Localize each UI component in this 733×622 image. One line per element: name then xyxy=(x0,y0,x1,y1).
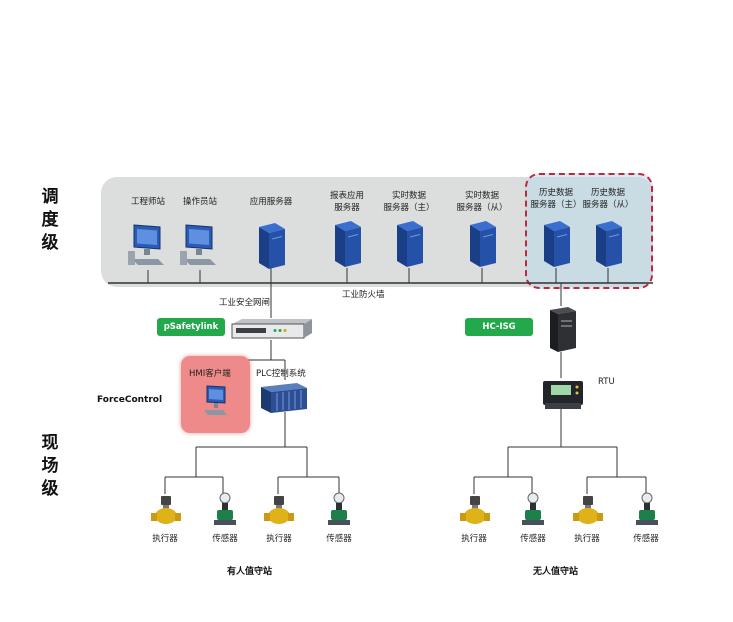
actuator-icon xyxy=(151,496,181,524)
device-label: 传感器 xyxy=(326,534,352,544)
operator-workstation-icon xyxy=(180,224,216,265)
label-realtime-slave: 实时数据 服务器（从） xyxy=(456,191,508,213)
level-label-field: 现场级 xyxy=(40,432,64,501)
level-label-dispatch: 调度级 xyxy=(40,186,64,255)
device-label: 传感器 xyxy=(212,534,238,544)
hcisg-tag: HC-ISG xyxy=(465,318,533,336)
station-name-staffed: 有人值守站 xyxy=(227,567,273,577)
level-text-dispatch: 调度级 xyxy=(41,187,59,253)
history-master-server-icon xyxy=(544,221,570,267)
hcisg-device-icon xyxy=(550,307,576,352)
plc-label: PLC控制系统 xyxy=(256,369,306,379)
sensor-icon xyxy=(214,492,236,525)
device-label: 传感器 xyxy=(633,534,659,544)
actuator-icon xyxy=(573,496,603,524)
realtime-slave-server-icon xyxy=(470,221,496,267)
device-label: 执行器 xyxy=(152,534,178,544)
psafetylink-tag: pSafetylink xyxy=(157,318,225,336)
device-label: 执行器 xyxy=(266,534,292,544)
sensor-icon xyxy=(636,492,658,525)
device-label: 传感器 xyxy=(520,534,546,544)
sensor-icon xyxy=(522,492,544,525)
level-text-field: 现场级 xyxy=(41,433,59,499)
label-operator-station: 操作员站 xyxy=(182,197,217,207)
gateway-label: 工业安全网闸 xyxy=(219,298,271,308)
realtime-master-server-icon xyxy=(397,221,423,267)
hmi-client-label: HMI客户端 xyxy=(189,369,231,379)
report-server-icon xyxy=(335,221,361,267)
rtu-device-icon xyxy=(543,381,583,409)
app-server-icon xyxy=(259,223,285,269)
label-history-slave: 历史数据 服务器（从） xyxy=(582,188,634,210)
engineer-workstation-icon xyxy=(128,224,164,265)
actuator-icon xyxy=(460,496,490,524)
history-slave-server-icon xyxy=(596,221,622,267)
plc-device-icon xyxy=(261,383,307,413)
label-app-server: 应用服务器 xyxy=(249,197,293,207)
actuator-icon xyxy=(264,496,294,524)
label-realtime-master: 实时数据 服务器（主） xyxy=(383,191,435,213)
gateway-device-icon xyxy=(231,319,312,339)
firewall-label: 工业防火墙 xyxy=(342,290,385,300)
sensor-icon xyxy=(328,492,350,525)
label-history-master: 历史数据 服务器（主） xyxy=(530,188,582,210)
device-label: 执行器 xyxy=(461,534,487,544)
forcecontrol-label: ForceControl xyxy=(97,395,163,405)
hmi-workstation-icon xyxy=(204,385,227,415)
device-label: 执行器 xyxy=(574,534,600,544)
label-engineer-station: 工程师站 xyxy=(130,197,165,207)
station-name-unstaffed: 无人值守站 xyxy=(533,567,579,577)
label-report-server: 报表应用 服务器 xyxy=(329,191,364,213)
rtu-label: RTU xyxy=(598,377,615,387)
